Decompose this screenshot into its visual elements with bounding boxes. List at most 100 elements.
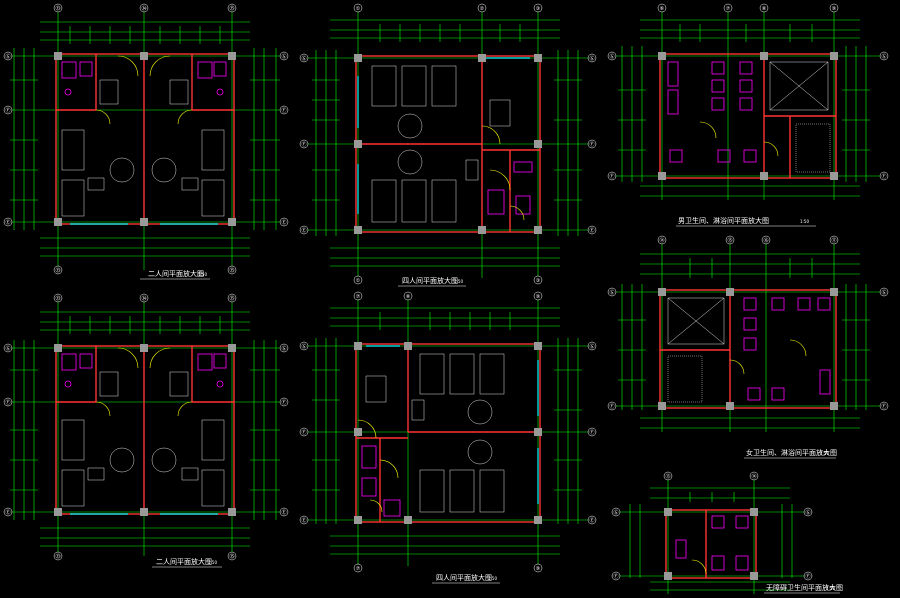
axis-label-left: Ⓔ [301,227,306,234]
axis-label-right: Ⓖ [881,289,886,296]
axis-label-left: Ⓕ [5,399,10,406]
axis-label-left: Ⓕ [5,107,10,114]
axis-label-left: Ⓖ [301,343,306,350]
axis-label-top: ⑧ [406,294,411,300]
axis-label-top: ⑭ [659,237,664,244]
axis-label-top: ⑭ [751,473,756,480]
doors [691,559,707,575]
plan-scale: 1:50 [198,272,207,277]
plan-title: 无障碍卫生间平面放大图 [766,583,843,592]
fixtures [743,297,831,401]
plan-female-toilet: 女卫生间、淋浴间平面放大图 1:50 [607,235,889,459]
axis-label-bottom: ③ [536,278,540,284]
axis-label-top: ⑨ [536,294,540,300]
axis-label-top: ② [480,6,485,12]
plan-four-person-room-b: 四人间平面放大图 1:50 [299,291,597,584]
axis-label-top: ⑦ [356,294,361,300]
axis-label-bottom: ① [356,278,361,284]
fixtures [667,61,757,163]
doors [699,121,779,157]
axis-label-right: Ⓔ [281,509,286,516]
axis-label-left: Ⓕ [609,173,614,180]
plan-accessible-toilet: 无障碍卫生间平面放大图 1:50 [611,471,843,594]
axis-label-top: ㉝ [55,295,60,302]
axis-label-right: Ⓖ [281,345,286,352]
dimension-lines [616,476,808,594]
plan-four-person-room-a: 四人间平面放大图 1:50 [299,3,597,287]
axis-label-bottom: ㉟ [229,553,234,560]
fixtures [675,515,749,571]
axis-label-left: Ⓖ [609,289,614,296]
axis-label-right: Ⓕ [281,399,286,406]
axis-label-bottom: ㉟ [229,267,234,274]
axis-label-bottom: ⑨ [536,566,540,572]
plan-scale: 1:50 [820,451,829,456]
axis-bubbles [607,235,889,411]
fixtures [361,445,401,517]
axis-label-top: ⑰ [831,237,836,244]
plan-scale: 1:50 [826,586,835,591]
axis-bubbles [607,3,889,181]
axis-label-left: Ⓔ [5,509,10,516]
axis-label-top: ③ [536,6,540,12]
walls [665,509,757,579]
columns [664,508,758,580]
plan-title: 二人间平面放大图 [148,269,204,278]
axis-label-right: Ⓖ [805,509,810,516]
axis-label-top: ㉟ [229,295,234,302]
columns [54,344,236,516]
axis-label-right: Ⓔ [281,219,286,226]
axis-label-top: ⑦ [726,6,731,12]
columns [354,54,542,234]
axis-label-right: Ⓕ [805,573,810,580]
axis-label-bottom: ⑦ [356,566,361,572]
axis-bubbles [3,3,289,275]
axis-label-left: Ⓖ [613,509,618,516]
furniture [61,371,225,507]
fixtures [61,353,227,388]
plan-scale: 1:50 [800,219,809,224]
shower-room [769,61,831,173]
axis-label-left: Ⓔ [5,219,10,226]
windows [357,57,530,214]
doors [481,125,525,221]
plan-title: 四人间平面放大图 [402,276,458,285]
axis-label-right: Ⓕ [589,429,594,436]
doors [95,347,193,417]
axis-label-right: Ⓕ [589,141,594,148]
axis-label-right: Ⓔ [589,517,594,524]
axis-bubbles [611,471,813,581]
plan-title: 男卫生间、淋浴间平面放大图 [678,216,769,225]
axis-label-left: Ⓖ [5,345,10,352]
furniture [365,353,505,513]
plan-title: 二人间平面放大图 [156,557,212,566]
axis-label-bottom: ㉝ [55,553,60,560]
axis-label-top: ⑮ [727,237,732,244]
axis-label-right: Ⓖ [589,55,594,62]
plan-two-person-room-b: 二人间平面放大图 1:50 [3,293,289,568]
axis-label-top: ① [356,6,361,12]
axis-bubbles [3,293,289,561]
axis-label-right: Ⓕ [881,173,886,180]
columns [658,288,838,410]
axis-label-top: ⑥ [660,6,665,12]
plan-male-toilet: 男卫生间、淋浴间平面放大图 1:50 [607,3,889,227]
plan-title: 女卫生间、淋浴间平面放大图 [746,448,837,457]
plan-scale: 1:50 [454,279,463,284]
axis-label-top: ㉟ [229,5,234,12]
furniture [61,79,225,217]
axis-label-left: Ⓔ [301,517,306,524]
axis-label-left: Ⓕ [301,141,306,148]
axis-label-right: Ⓖ [589,343,594,350]
axis-bubbles [299,291,597,573]
axis-label-top: ⑨ [832,6,836,12]
axis-label-top: ⑬ [665,473,670,480]
axis-label-left: Ⓖ [301,55,306,62]
axis-label-top: ㉞ [141,5,146,12]
axis-label-left: Ⓖ [609,53,614,60]
plan-two-person-room-a: 二人间平面放大图 1:50 [3,3,289,280]
shower-room [667,297,725,403]
fixtures [61,61,227,96]
